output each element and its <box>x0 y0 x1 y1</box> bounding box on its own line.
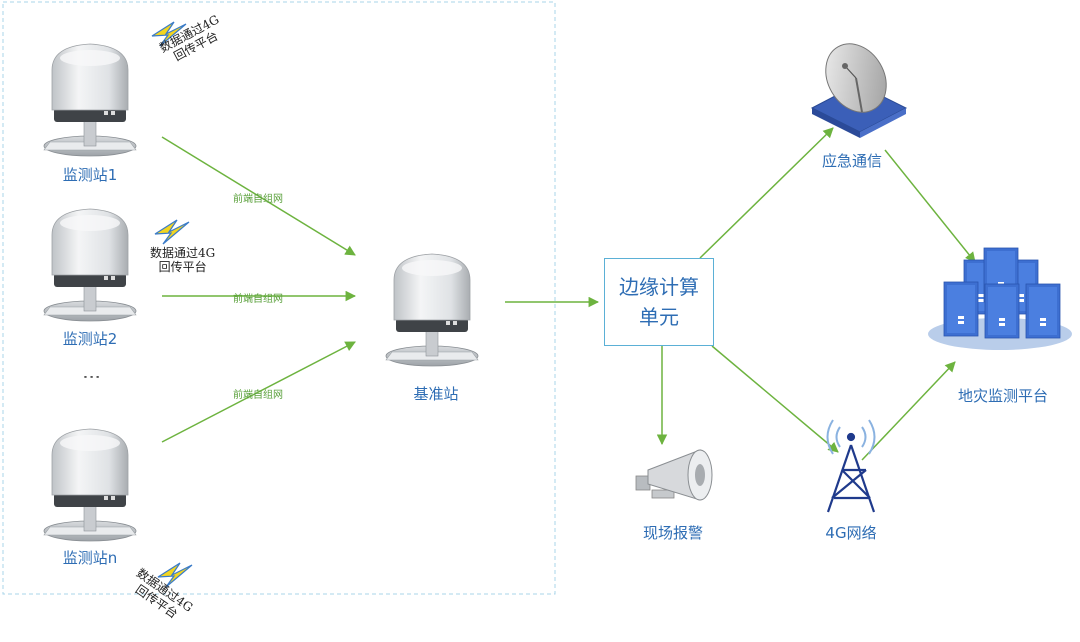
station-n-label: 监测站n <box>62 549 118 567</box>
station-2-label: 监测站2 <box>62 330 118 348</box>
alarm-label: 现场报警 <box>642 524 704 542</box>
monitoring-station-2-device <box>43 208 137 322</box>
edge-unit-line-2: 单元 <box>639 305 679 329</box>
arrow-stationn-to-base <box>161 341 356 443</box>
monitoring-station-1-device <box>43 43 137 157</box>
alarm-speaker-icon <box>635 449 713 501</box>
station-1-label: 监测站1 <box>62 166 118 184</box>
platform-label: 地灾监测平台 <box>957 387 1049 405</box>
server-cluster-icon <box>928 247 1072 350</box>
bolt-text-line: 数据通过4G <box>150 246 216 260</box>
base-station-device <box>385 253 479 367</box>
bolt-text-mid: 数据通过4G 回传平台 <box>150 246 215 274</box>
arrow-station1-to-base <box>161 136 356 256</box>
edge-unit-line-1: 边缘计算 <box>619 275 699 299</box>
station-group-border <box>2 1 556 595</box>
emergency-comms-label: 应急通信 <box>821 152 883 170</box>
arrow-network-to-platform <box>861 361 956 461</box>
link-label-1: 前端自组网 <box>233 194 283 205</box>
network-label: 4G网络 <box>825 524 877 542</box>
lightning-icon-mid <box>154 219 190 245</box>
base-station-label: 基准站 <box>413 385 459 403</box>
arrow-edge-to-network <box>711 345 839 453</box>
more-stations-ellipsis: ⋮ <box>81 368 102 386</box>
monitoring-station-n-device <box>43 428 137 542</box>
link-label-2: 前端自组网 <box>233 294 283 305</box>
arrow-emergency-to-platform <box>884 149 976 263</box>
bolt-text-line: 回传平台 <box>158 260 207 274</box>
link-label-3: 前端自组网 <box>233 390 283 401</box>
arrow-edge-to-emergency <box>699 127 834 259</box>
satellite-dish-icon <box>810 43 908 138</box>
cell-tower-icon <box>826 419 876 513</box>
edge-computing-unit: 边缘计算 单元 <box>604 258 714 346</box>
